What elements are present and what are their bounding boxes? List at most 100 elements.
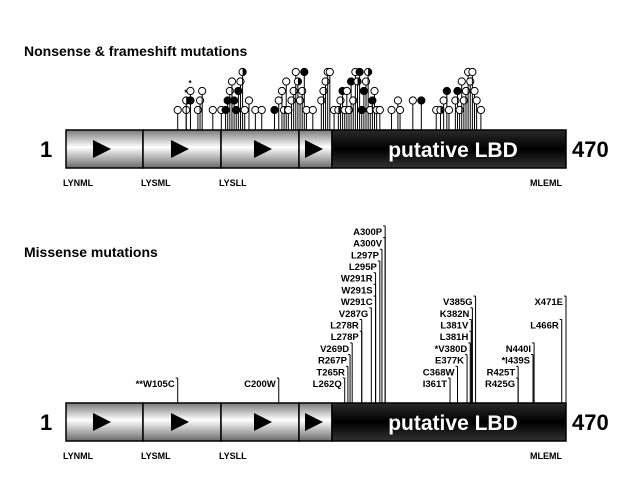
- missense-mutation: L381V: [440, 319, 472, 403]
- missense-mutation-label: L262Q: [313, 379, 342, 390]
- mutation-marker: [198, 86, 207, 130]
- mutation-marker: [257, 105, 266, 130]
- missense-mutation: W291R: [341, 272, 377, 403]
- mutation-marker: [408, 96, 417, 130]
- mutation-marker: [238, 67, 247, 130]
- missense-motif-3: LYSLL: [219, 451, 247, 461]
- missense-mutation: **W105C: [136, 377, 179, 403]
- missense-arrow-2: [171, 413, 189, 431]
- nonsense-lbd-domain: [331, 129, 567, 169]
- nonsense-motif-1: LYNML: [63, 178, 94, 188]
- mutation-marker: [387, 105, 396, 130]
- missense-protein-bar: putative LBD: [65, 402, 567, 442]
- missense-mutation-label: W291C: [341, 297, 373, 308]
- mutation-marker: [229, 96, 239, 130]
- missense-mutation: R425G: [485, 377, 519, 403]
- nonsense-arrow-3: [254, 140, 272, 158]
- missense-mutation-label: V287G: [339, 309, 369, 320]
- missense-mutation: L262Q: [313, 377, 346, 403]
- missense-mutation-label: L381H: [440, 332, 469, 343]
- nonsense-panel: Nonsense & frameshift mutations ** 1 put…: [24, 43, 609, 188]
- mutation-marker: [417, 96, 426, 130]
- missense-panel-title: Missense mutations: [24, 244, 158, 260]
- missense-mutation: L278R: [330, 319, 363, 403]
- missense-mutation-label: N440I: [506, 344, 531, 355]
- missense-mutation: *V380D: [435, 342, 471, 403]
- missense-mutation-label: V269D: [320, 344, 349, 355]
- missense-start-label: 1: [40, 410, 52, 435]
- mutation-marker: [395, 105, 405, 130]
- missense-mutation: L295P: [349, 260, 381, 403]
- mutation-marker: [375, 105, 384, 130]
- mutation-marker: [355, 67, 364, 130]
- missense-motif-1: LYNML: [63, 451, 94, 461]
- svg-text:*: *: [188, 79, 192, 88]
- nonsense-protein-bar: putative LBD: [65, 129, 567, 169]
- missense-end-label: 470: [572, 410, 609, 435]
- missense-mutation: L466R: [530, 319, 563, 403]
- nonsense-arrow-2: [171, 140, 189, 158]
- missense-mutation: I361T: [423, 377, 451, 403]
- missense-mutation-label: L295P: [349, 262, 378, 273]
- missense-mutation: L297P: [351, 248, 383, 403]
- nonsense-end-label: 470: [572, 137, 609, 162]
- missense-mutation: C368W: [423, 365, 458, 403]
- missense-mutation: R425T: [487, 365, 519, 403]
- nonsense-arrow-4: [305, 140, 323, 158]
- missense-mutation-label: C200W: [244, 379, 276, 390]
- mutation-marker: [308, 105, 317, 130]
- missense-mutation: T265R: [316, 365, 349, 403]
- missense-mutation-label: A300P: [353, 227, 383, 238]
- missense-mutation-label: L466R: [530, 321, 559, 332]
- nonsense-start-label: 1: [40, 137, 52, 162]
- missense-mutation: V269D: [320, 342, 353, 403]
- mutation-marker: *: [186, 79, 195, 130]
- mutation-marker: [173, 105, 182, 130]
- mutation-marker: [274, 96, 283, 130]
- nonsense-motif-3: LYSLL: [219, 178, 247, 188]
- missense-mutation-label: A300V: [353, 239, 383, 250]
- missense-mutation-label: L278P: [331, 332, 360, 343]
- missense-mutation-label: E377K: [435, 356, 464, 367]
- missense-mutation-label: K382N: [440, 309, 470, 320]
- missense-panel: Missense mutations **W105C C200W L262QT265…: [24, 225, 609, 461]
- missense-mutation-label: R267P: [318, 356, 348, 367]
- missense-arrow-4: [305, 413, 323, 431]
- missense-mutation-label: C368W: [423, 367, 455, 378]
- missense-mutation-label: I361T: [423, 379, 447, 390]
- svg-text:*: *: [184, 89, 188, 98]
- mutation-marker: [476, 105, 485, 130]
- missense-mutation: R267P: [318, 354, 351, 403]
- missense-mutation-label: R425T: [487, 367, 516, 378]
- missense-mutation-label: *V380D: [435, 344, 468, 355]
- mutation-marker: [227, 77, 237, 130]
- missense-mutation-label: R425G: [485, 379, 515, 390]
- missense-mutation-label: W291S: [341, 285, 372, 296]
- mutation-marker: [347, 77, 356, 130]
- missense-mutation: A300P: [353, 225, 386, 403]
- missense-arrow-1: [93, 413, 111, 431]
- mutation-marker: [364, 67, 373, 130]
- nonsense-arrow-1: [93, 140, 111, 158]
- missense-mutation-label: L297P: [351, 250, 380, 261]
- mutation-marker: [300, 67, 309, 130]
- missense-mutation: C200W: [244, 377, 280, 403]
- mutation-marker: [444, 105, 454, 130]
- mutation-marker: [457, 77, 466, 130]
- mutation-marker: [284, 105, 293, 130]
- missense-mutation-label: V385G: [443, 297, 473, 308]
- mutation-marker: [270, 105, 279, 130]
- missense-mutation: K382N: [440, 307, 473, 403]
- nonsense-motif-4: MLEML: [530, 178, 562, 188]
- missense-mutation-label: *I439S: [501, 356, 530, 367]
- missense-arrow-3: [254, 413, 272, 431]
- nonsense-panel-title: Nonsense & frameshift mutations: [24, 43, 247, 59]
- missense-lbd-label: putative LBD: [388, 412, 518, 435]
- missense-mutation-label: **W105C: [136, 379, 175, 390]
- missense-mutation: N440I: [506, 342, 535, 403]
- missense-mutation: X471E: [534, 295, 567, 403]
- missense-lbd-domain: [331, 402, 567, 442]
- nonsense-motif-2: LYSML: [141, 178, 171, 188]
- nonsense-repeat-3: [220, 129, 300, 169]
